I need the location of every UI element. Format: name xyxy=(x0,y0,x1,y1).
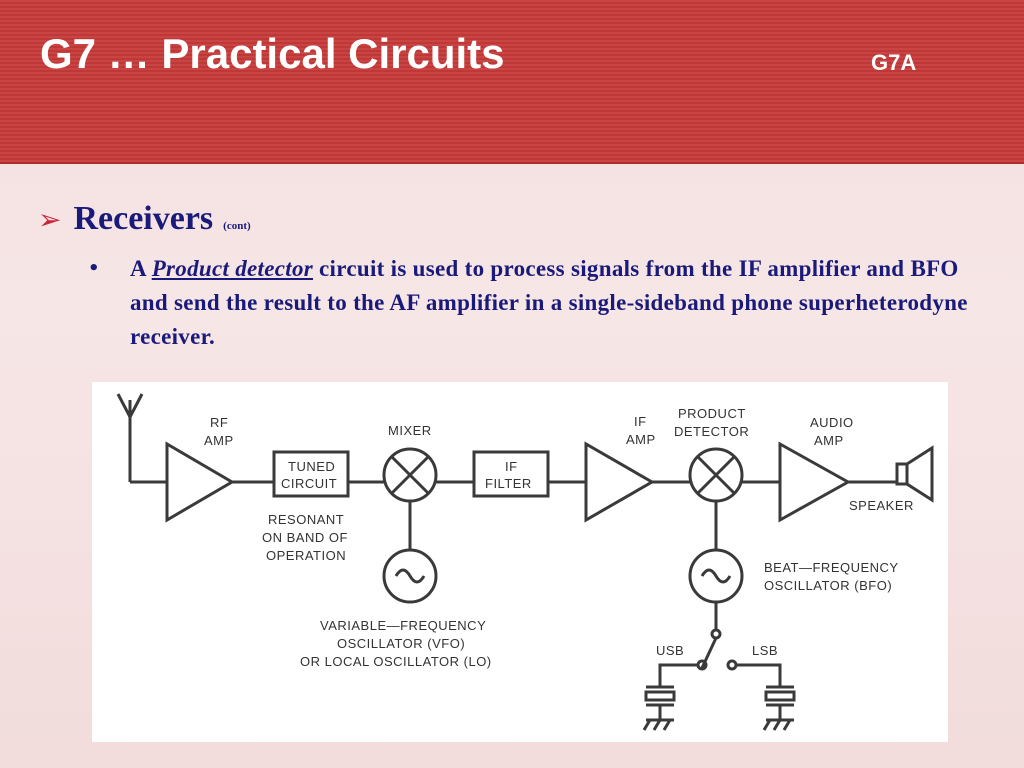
label-if-amp: IF xyxy=(634,414,647,429)
label-product-detector: PRODUCT xyxy=(678,406,746,421)
diagram-svg: RF AMP TUNED CIRCUIT MIXER IF FILTER IF … xyxy=(116,393,934,731)
label-audio-amp: AMP xyxy=(814,433,844,448)
sideband-switch-icon xyxy=(658,628,782,687)
bullet-receivers: ➢ Receivers (cont) xyxy=(38,200,251,238)
label-rf-amp: RF xyxy=(210,415,228,430)
label-resonant: ON BAND OF xyxy=(262,530,348,545)
heading-receivers: Receivers xyxy=(73,200,214,237)
heading-note: (cont) xyxy=(223,220,251,232)
receiver-block-diagram: RF AMP TUNED CIRCUIT MIXER IF FILTER IF … xyxy=(92,382,948,742)
label-if-filter: FILTER xyxy=(485,476,532,491)
lsb-crystal-icon xyxy=(762,685,796,731)
label-vfo: VARIABLE—FREQUENCY xyxy=(320,618,486,633)
arrow-right-icon: ➢ xyxy=(38,203,62,236)
sub-bullet-rest: circuit is used to process signals from … xyxy=(130,256,968,349)
antenna-icon xyxy=(116,393,144,482)
label-product-detector: DETECTOR xyxy=(674,424,749,439)
label-resonant: OPERATION xyxy=(266,548,346,563)
if-filter-box xyxy=(472,450,550,498)
product-detector-term: Product detector xyxy=(151,256,313,281)
label-bfo: BEAT—FREQUENCY xyxy=(764,560,899,575)
tuned-circuit-box xyxy=(272,450,350,498)
label-resonant: RESONANT xyxy=(268,512,344,527)
title-bar: G7 … Practical Circuits G7A xyxy=(0,0,1024,164)
vfo-oscillator-circle xyxy=(382,548,438,604)
label-usb: USB xyxy=(656,643,684,658)
rf-amp-triangle xyxy=(165,441,235,523)
label-tuned-circuit: CIRCUIT xyxy=(281,476,337,491)
label-vfo: OSCILLATOR (VFO) xyxy=(337,636,465,651)
label-audio-amp: AUDIO xyxy=(810,415,854,430)
label-bfo: OSCILLATOR (BFO) xyxy=(764,578,892,593)
slide-title: G7 … Practical Circuits xyxy=(40,30,505,77)
sub-bullet-prefix: A xyxy=(130,256,152,281)
label-vfo: OR LOCAL OSCILLATOR (LO) xyxy=(300,654,492,669)
label-rf-amp: AMP xyxy=(204,433,234,448)
label-if-amp: AMP xyxy=(626,432,656,447)
speaker-icon xyxy=(895,445,934,503)
sub-bullet: • A Product detector circuit is used to … xyxy=(88,252,978,354)
label-lsb: LSB xyxy=(752,643,778,658)
label-mixer: MIXER xyxy=(388,423,432,438)
label-speaker: SPEAKER xyxy=(849,498,914,513)
section-code: G7A xyxy=(871,50,917,75)
if-amp-triangle xyxy=(584,441,656,523)
usb-crystal-icon xyxy=(642,685,676,731)
audio-amp-triangle xyxy=(778,441,852,523)
label-if-filter: IF xyxy=(505,459,518,474)
label-tuned-circuit: TUNED xyxy=(288,459,335,474)
bullet-dot-icon: • xyxy=(88,258,100,279)
sub-bullet-text: A Product detector circuit is used to pr… xyxy=(130,252,978,354)
